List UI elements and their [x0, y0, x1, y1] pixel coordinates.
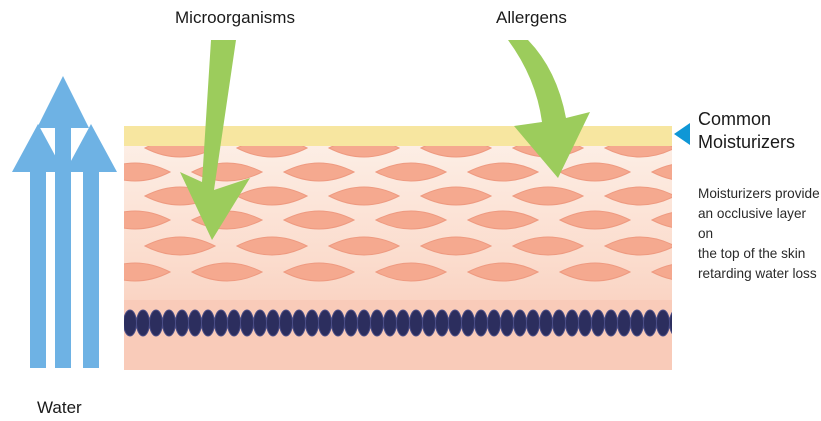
- basal-cell: [267, 310, 280, 336]
- basal-cell: [657, 310, 670, 336]
- basal-cell: [553, 310, 566, 336]
- basal-cell: [488, 310, 501, 336]
- basal-cell: [345, 310, 358, 336]
- basal-cell: [371, 310, 384, 336]
- basal-cell: [397, 310, 410, 336]
- allergens-label: Allergens: [496, 8, 567, 28]
- basal-cell: [605, 310, 618, 336]
- basal-cell: [475, 310, 488, 336]
- basement-membrane: [124, 310, 683, 336]
- water-loss-arrows: [12, 76, 117, 368]
- basal-cell: [202, 310, 215, 336]
- basal-cell: [124, 310, 137, 336]
- basal-cell: [527, 310, 540, 336]
- basal-cell: [293, 310, 306, 336]
- basal-cell: [423, 310, 436, 336]
- basal-cell: [462, 310, 475, 336]
- basal-cell: [163, 310, 176, 336]
- moisturizers-title-line: Moisturizers: [698, 131, 818, 154]
- basal-cell: [631, 310, 644, 336]
- basal-cell: [384, 310, 397, 336]
- up-arrow-icon: [65, 124, 117, 368]
- basal-cell: [254, 310, 267, 336]
- description-line: Moisturizers provide: [698, 184, 820, 204]
- basal-cell: [566, 310, 579, 336]
- basal-cell: [644, 310, 657, 336]
- moisturizers-title-line: Common: [698, 108, 818, 131]
- description-line: the top of the skin: [698, 244, 820, 264]
- basal-cell: [514, 310, 527, 336]
- basal-cell: [176, 310, 189, 336]
- basal-cell: [540, 310, 553, 336]
- basal-cell: [241, 310, 254, 336]
- water-label: Water: [37, 398, 82, 418]
- basal-cell: [501, 310, 514, 336]
- basal-cell: [449, 310, 462, 336]
- basal-cell: [306, 310, 319, 336]
- basal-cell: [436, 310, 449, 336]
- basal-cell: [137, 310, 150, 336]
- basal-cell: [592, 310, 605, 336]
- moisturizers-description: Moisturizers provide an occlusive layer …: [698, 184, 820, 284]
- basal-cell: [319, 310, 332, 336]
- basal-cell: [280, 310, 293, 336]
- basal-cell: [332, 310, 345, 336]
- basal-cell: [670, 310, 683, 336]
- basal-cell: [579, 310, 592, 336]
- description-line: retarding water loss: [698, 264, 820, 284]
- basal-cell: [358, 310, 371, 336]
- basal-cell: [150, 310, 163, 336]
- description-line: an occlusive layer on: [698, 204, 820, 244]
- basal-cell: [215, 310, 228, 336]
- basal-cell: [618, 310, 631, 336]
- moisturizers-title: Common Moisturizers: [698, 108, 818, 154]
- triangle-pointer-icon: [674, 123, 690, 145]
- microorganisms-label: Microorganisms: [175, 8, 295, 28]
- basal-cell: [189, 310, 202, 336]
- basal-cell: [410, 310, 423, 336]
- basal-cell: [228, 310, 241, 336]
